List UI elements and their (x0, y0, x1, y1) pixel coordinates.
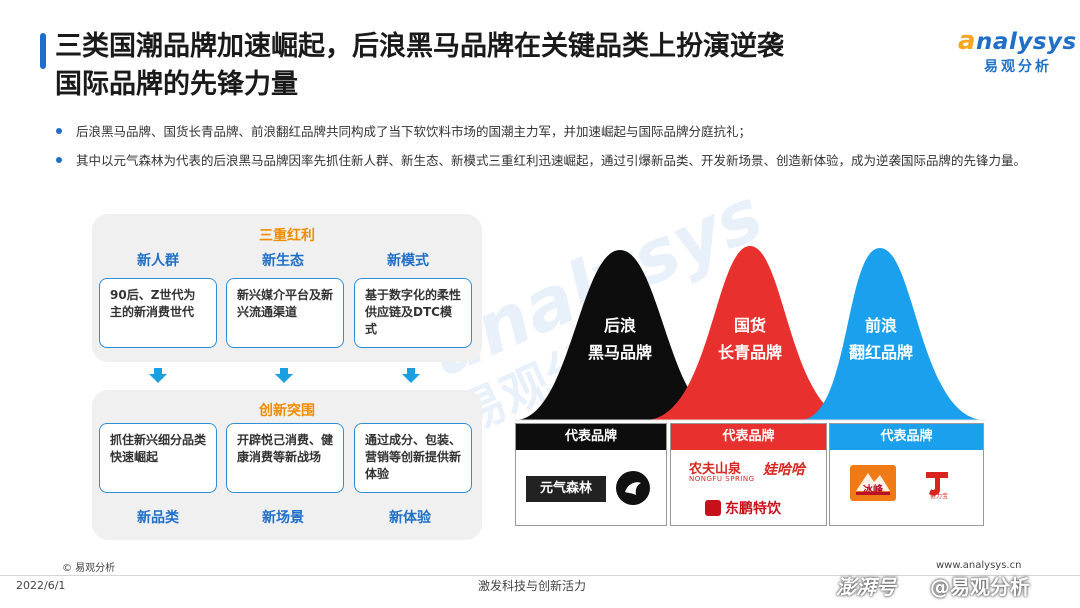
logo-rest: nalysys (976, 29, 1077, 55)
label-new-experience: 新体验 (389, 510, 431, 526)
down-arrow-icon (275, 374, 293, 383)
bird-logo-icon (616, 471, 650, 505)
rep-box-blue: 代表品牌 冰峰 健力宝 (829, 423, 984, 526)
brand-jianlibao-text: 健力宝 (930, 493, 949, 500)
analysys-logo: analysys (958, 26, 1077, 56)
rep-header-red: 代表品牌 (671, 424, 826, 450)
triple-dividend-title: 三重红利 (259, 228, 315, 244)
curve-label-black-line2: 黑马品牌 (587, 343, 652, 362)
logo-cn-text: 易观分析 (984, 59, 1052, 75)
curve-label-blue-line1: 前浪 (864, 316, 897, 335)
footer-date: 2022/6/1 (16, 579, 66, 592)
down-arrow-stem (407, 368, 415, 374)
curve-black (515, 250, 725, 420)
title-line-2: 国际品牌的先锋力量 (55, 69, 298, 100)
cell-new-crowd: 90后、Z世代为主的新消费世代 (99, 278, 217, 348)
label-new-scene: 新场景 (262, 510, 304, 526)
brand-bingfeng-text: 冰峰 (863, 485, 883, 496)
bullet-text: 后浪黑马品牌、国货长青品牌、前浪翻红品牌共同构成了当下软饮料市场的国潮主力军，并… (76, 124, 752, 139)
logo-lead-letter: a (958, 26, 977, 56)
curve-label-red-line2: 长青品牌 (717, 343, 782, 362)
rep-box-red: 代表品牌 农夫山泉 NONGFU SPRING 娃哈哈 东鹏特饮 (670, 423, 827, 526)
bullet-item-1: 后浪黑马品牌、国货长青品牌、前浪翻红品牌共同构成了当下软饮料市场的国潮主力军，并… (56, 122, 1036, 141)
label-new-category: 新品类 (137, 510, 179, 526)
cell-new-model: 基于数字化的柔性供应链及DTC模式 (354, 278, 472, 348)
down-arrow-stem (154, 368, 162, 374)
title-accent-bar (40, 33, 46, 69)
bullet-dot-icon (56, 157, 62, 163)
curve-red (645, 246, 855, 420)
curve-label-black-line1: 后浪 (603, 316, 636, 335)
brand-wahaha-logo: 娃哈哈 (763, 462, 805, 478)
curve-label-blue-line2: 翻红品牌 (848, 343, 913, 362)
title-line-1: 三类国潮品牌加速崛起，后浪黑马品牌在关键品类上扮演逆袭 (55, 31, 784, 62)
curve-label-blue: 前浪 翻红品牌 (826, 312, 936, 366)
bullet-dot-icon (56, 128, 62, 134)
curve-label-black: 后浪 黑马品牌 (565, 312, 675, 366)
bullet-item-2: 其中以元气森林为代表的后浪黑马品牌因率先抓住新人群、新生态、新模式三重红利迅速崛… (56, 151, 1031, 170)
cell-new-scene: 开辟悦己消费、健康消费等新战场 (226, 423, 344, 493)
thepaper-badge: 澎湃号 (836, 575, 896, 599)
footer-slogan: 激发科技与创新活力 (478, 579, 587, 593)
brand-yuanqi-logo: 元气森林 (526, 476, 606, 502)
rep-box-black: 代表品牌 元气森林 (515, 423, 667, 526)
brand-nongfu-logo: 农夫山泉 (689, 462, 742, 477)
brand-bingfeng-logo: 冰峰 (850, 465, 896, 501)
curve-blue (800, 248, 985, 420)
cell-new-experience: 通过成分、包装、营销等创新提供新体验 (354, 423, 472, 493)
page-title: 三类国潮品牌加速崛起，后浪黑马品牌在关键品类上扮演逆袭 国际品牌的先锋力量 (55, 28, 935, 104)
footer-copyright: © 易观分析 (62, 563, 116, 574)
head-new-model: 新模式 (387, 253, 429, 269)
head-new-ecology: 新生态 (262, 253, 304, 269)
rep-header-black: 代表品牌 (516, 424, 666, 450)
brand-jianlibao-logo: 健力宝 (918, 464, 956, 502)
rep-header-blue: 代表品牌 (830, 424, 983, 450)
curve-label-red: 国货 长青品牌 (695, 312, 805, 366)
bullet-text: 其中以元气森林为代表的后浪黑马品牌因率先抓住新人群、新生态、新模式三重红利迅速崛… (76, 153, 1027, 168)
cell-new-ecology: 新兴媒介平台及新兴流通渠道 (226, 278, 344, 348)
brand-nongfu-en: NONGFU SPRING (689, 475, 755, 483)
account-badge: @易观分析 (930, 575, 1030, 599)
bell-curves-chart (515, 246, 985, 421)
head-new-crowd: 新人群 (137, 253, 179, 269)
innovation-title: 创新突围 (259, 403, 315, 419)
down-arrow-stem (280, 368, 288, 374)
down-arrow-icon (402, 374, 420, 383)
cell-new-category: 抓住新兴细分品类快速崛起 (99, 423, 217, 493)
brand-dongpeng-logo: 东鹏特饮 (725, 501, 781, 517)
footer-url: www.analysys.cn (936, 560, 1022, 571)
footer-divider (0, 575, 1080, 576)
down-arrow-icon (149, 374, 167, 383)
dongpeng-emblem-icon (705, 500, 721, 516)
curve-label-red-line1: 国货 (733, 316, 766, 335)
